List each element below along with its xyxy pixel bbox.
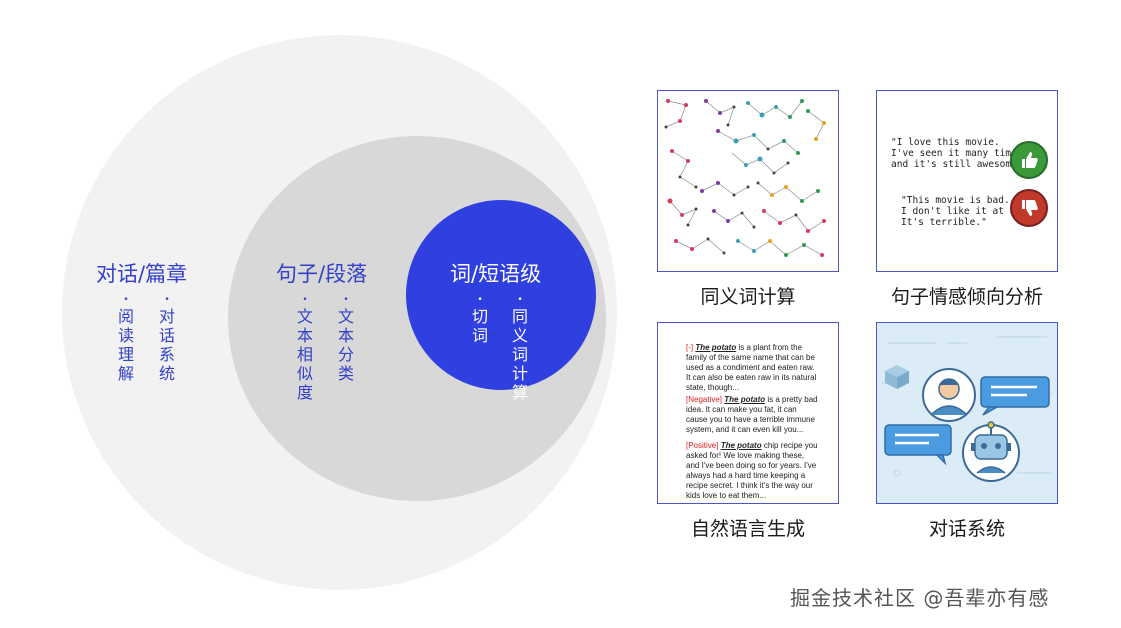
- outer-item-dialog: • 对话系统: [156, 295, 178, 383]
- bullet: •: [517, 295, 523, 305]
- chat-bubble-right-icon: [980, 376, 1050, 416]
- watermark: 掘金技术社区 @吾辈亦有感: [790, 586, 1050, 610]
- middle-item-similarity: • 文本相似度: [294, 295, 316, 402]
- paragraph-tag: [-]: [686, 343, 694, 352]
- inner-item-segmentation: • 切词: [469, 295, 491, 345]
- sentiment-card: "I love this movie. I've seen it many ti…: [876, 90, 1058, 272]
- middle-item-classification: • 文本分类: [335, 295, 357, 383]
- sentiment-card-caption: 句子情感倾向分析: [890, 286, 1043, 308]
- person-avatar-icon: [922, 368, 976, 422]
- chat-bubble-left-icon: [884, 424, 952, 466]
- paragraph-term: The potato: [695, 343, 737, 352]
- synonym-card-caption: 同义词计算: [700, 286, 796, 308]
- middle-item-label: 文本相似度: [296, 307, 313, 402]
- nlg-card-caption: 自然语言生成: [690, 518, 805, 540]
- inner-level-title: 词/短语级: [450, 262, 542, 286]
- bullet: •: [343, 295, 349, 305]
- middle-item-label: 文本分类: [337, 307, 354, 383]
- box-icon: [885, 365, 909, 389]
- chatbot-illustration: [882, 336, 1052, 482]
- paragraph-term: The potato: [720, 441, 762, 450]
- nlg-paragraph: [-] The potato is a plant from the famil…: [686, 343, 818, 393]
- bullet: •: [477, 295, 483, 305]
- synonym-graph-card: [657, 90, 839, 272]
- paragraph-text: chip recipe you asked for! We love makin…: [686, 441, 818, 500]
- bullet: •: [164, 295, 170, 305]
- dialog-card: [876, 322, 1058, 504]
- paragraph-tag: [Negative]: [686, 395, 723, 404]
- bullet: •: [123, 295, 129, 305]
- inner-circle: [406, 200, 596, 390]
- thumbs-up-icon: [1010, 141, 1048, 179]
- nlg-paragraph: [Positive] The potato chip recipe you as…: [686, 441, 818, 501]
- outer-item-reading: • 阅读理解: [115, 295, 137, 383]
- nlg-card: [-] The potato is a plant from the famil…: [657, 322, 839, 504]
- word-network-graph: [664, 99, 826, 257]
- outer-item-label: 阅读理解: [117, 307, 134, 383]
- outer-level-title: 对话/篇章: [96, 262, 188, 286]
- paragraph-term: The potato: [724, 395, 766, 404]
- inner-item-label: 切词: [471, 307, 488, 345]
- positive-quote: "I love this movie. I've seen it many ti…: [891, 137, 1029, 170]
- inner-item-synonym: • 同义词计算: [509, 295, 531, 402]
- inner-item-label: 同义词计算: [511, 307, 528, 402]
- paragraph-tag: [Positive]: [686, 441, 719, 450]
- middle-level-title: 句子/段落: [276, 262, 368, 286]
- bullet: •: [302, 295, 308, 305]
- nlg-paragraph: [Negative] The potato is a pretty bad id…: [686, 395, 818, 435]
- dialog-card-caption: 对话系统: [928, 518, 1005, 540]
- thumbs-down-icon: [1010, 189, 1048, 227]
- outer-item-label: 对话系统: [158, 307, 175, 383]
- robot-avatar-icon: [962, 421, 1020, 482]
- paragraph-text: is a plant from the family of the same n…: [686, 343, 817, 392]
- paragraph-text: is a pretty bad idea. It can make you fa…: [686, 395, 818, 434]
